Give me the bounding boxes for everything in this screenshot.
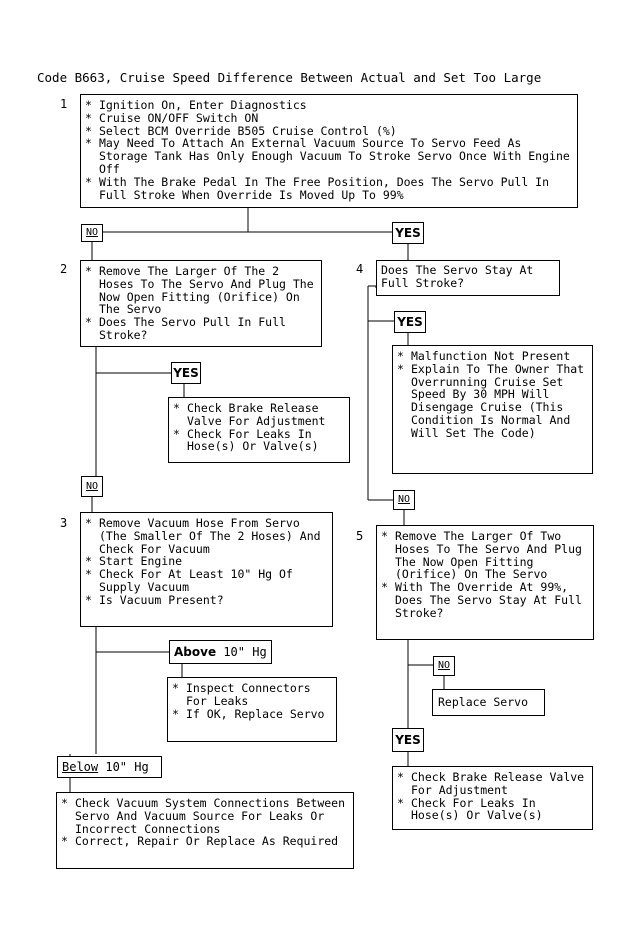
step-1-list: Ignition On, Enter Diagnostics Cruise ON… <box>81 95 577 201</box>
brake-valve-right-item: Check Brake Release Valve For Adjustment <box>397 771 588 797</box>
step-5-item: With The Override At 99%, Does The Servo… <box>381 581 589 620</box>
malfunction-list: Malfunction Not Present Explain To The O… <box>393 346 592 440</box>
check-vacuum-item: Check Vacuum System Connections Between … <box>61 797 349 836</box>
malfunction-box: Malfunction Not Present Explain To The O… <box>392 345 593 474</box>
step-3-number: 3 <box>60 516 68 530</box>
page-title: Code B663, Cruise Speed Difference Betwe… <box>37 70 542 85</box>
below-range-value: 10" Hg <box>105 760 149 774</box>
yes-tag: YES <box>392 222 424 244</box>
step-4-number: 4 <box>356 262 364 276</box>
step-2-number: 2 <box>60 262 68 276</box>
inspect-connectors-item: If OK, Replace Servo <box>172 707 332 721</box>
step-1-item: Ignition On, Enter Diagnostics <box>85 99 573 112</box>
above-word: Above <box>174 645 217 659</box>
step-5-box: Remove The Larger Of Two Hoses To The Se… <box>376 525 594 640</box>
step-1-item: Cruise ON/OFF Switch ON <box>85 111 573 125</box>
no-tag: NO <box>393 490 415 510</box>
step-3-box: Remove Vacuum Hose From Servo (The Small… <box>80 512 333 627</box>
brake-valve-right-item: Check For Leaks In Hose(s) Or Valve(s) <box>397 796 588 823</box>
step-1-item: May Need To Attach An External Vacuum So… <box>85 137 573 176</box>
malfunction-item: Explain To The Owner That Overrunning Cr… <box>397 362 588 440</box>
step-1-box: Ignition On, Enter Diagnostics Cruise ON… <box>80 94 578 208</box>
inspect-connectors-box: Inspect Connectors For Leaks If OK, Repl… <box>167 677 337 742</box>
yes-tag: YES <box>171 362 201 384</box>
brake-valve-left-list: Check Brake Release Valve For Adjustment… <box>169 398 349 453</box>
replace-servo-box: Replace Servo <box>432 689 545 716</box>
step-3-item: Check For At Least 10" Hg Of Supply Vacu… <box>85 568 328 594</box>
brake-valve-left-item: Check For Leaks In Hose(s) Or Valve(s) <box>173 427 345 454</box>
check-vacuum-item: Correct, Repair Or Replace As Required <box>61 835 349 848</box>
no-tag: NO <box>81 476 103 497</box>
step-3-list: Remove Vacuum Hose From Servo (The Small… <box>81 513 332 607</box>
step-3-item: Is Vacuum Present? <box>85 593 328 607</box>
brake-valve-right-box: Check Brake Release Valve For Adjustment… <box>392 766 593 830</box>
below-word: Below <box>62 760 99 774</box>
step-2-box: Remove The Larger Of The 2 Hoses To The … <box>80 260 322 347</box>
inspect-connectors-item: Inspect Connectors For Leaks <box>172 682 332 708</box>
step-4-box: Does The Servo Stay At Full Stroke? <box>376 260 560 296</box>
no-tag: NO <box>81 224 103 242</box>
step-3-item: Remove Vacuum Hose From Servo (The Small… <box>85 517 328 556</box>
check-vacuum-list: Check Vacuum System Connections Between … <box>57 793 353 848</box>
step-5-item: Remove The Larger Of Two Hoses To The Se… <box>381 530 589 581</box>
below-range-tag: Below 10" Hg <box>57 756 162 778</box>
above-range-tag: Above 10" Hg <box>169 640 272 664</box>
step-2-item: Remove The Larger Of The 2 Hoses To The … <box>85 265 317 316</box>
no-tag: NO <box>433 656 455 676</box>
brake-valve-right-list: Check Brake Release Valve For Adjustment… <box>393 767 592 822</box>
inspect-connectors-list: Inspect Connectors For Leaks If OK, Repl… <box>168 678 336 720</box>
malfunction-item: Malfunction Not Present <box>397 350 588 363</box>
brake-valve-left-item: Check Brake Release Valve For Adjustment <box>173 402 345 428</box>
step-2-list: Remove The Larger Of The 2 Hoses To The … <box>81 261 321 342</box>
step-1-number: 1 <box>60 97 68 111</box>
step-1-item: With The Brake Pedal In The Free Positio… <box>85 175 573 202</box>
above-range-value: 10" Hg <box>223 645 267 659</box>
step-3-item: Start Engine <box>85 555 328 568</box>
yes-tag: YES <box>394 311 426 333</box>
brake-valve-left-box: Check Brake Release Valve For Adjustment… <box>168 397 350 463</box>
step-1-item: Select BCM Override B505 Cruise Control … <box>85 124 573 138</box>
step-5-list: Remove The Larger Of Two Hoses To The Se… <box>377 526 593 620</box>
step-2-item: Does The Servo Pull In Full Stroke? <box>85 316 317 342</box>
check-vacuum-box: Check Vacuum System Connections Between … <box>56 792 354 869</box>
yes-tag: YES <box>392 728 424 752</box>
step-5-number: 5 <box>356 529 364 543</box>
